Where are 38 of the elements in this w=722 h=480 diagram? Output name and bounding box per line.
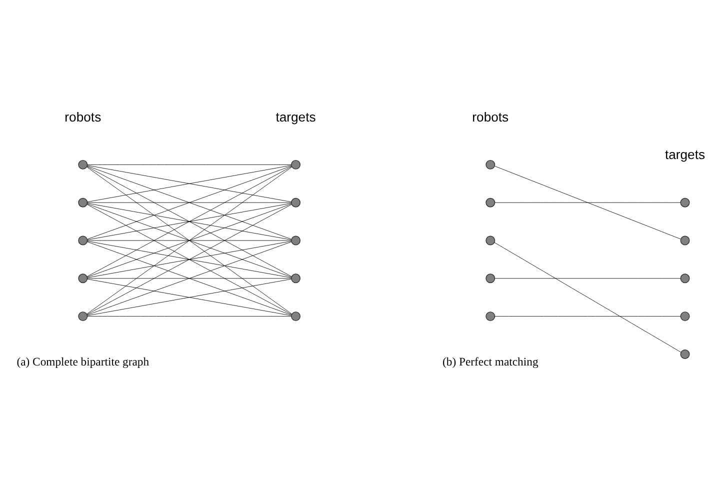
node-circle xyxy=(291,235,300,245)
node-circle xyxy=(680,348,690,358)
node-circle xyxy=(680,311,690,321)
label: robots xyxy=(64,108,102,124)
connector xyxy=(87,165,292,239)
connector xyxy=(86,166,292,276)
node-circle xyxy=(291,311,300,321)
connector xyxy=(494,242,682,352)
node-circle xyxy=(78,159,88,169)
node-circle xyxy=(78,235,88,245)
connector xyxy=(87,278,292,316)
node-circle xyxy=(486,235,496,245)
node-circle xyxy=(78,273,88,283)
connector xyxy=(87,240,292,278)
node-circle xyxy=(486,159,496,169)
node-circle xyxy=(486,197,496,207)
node-circle xyxy=(680,235,690,245)
node-circle xyxy=(291,273,300,283)
node-circle xyxy=(680,197,690,207)
connector xyxy=(86,166,292,314)
label: targets xyxy=(276,108,316,124)
node-circle xyxy=(486,273,496,283)
connector xyxy=(87,202,292,240)
node-circle xyxy=(486,311,496,321)
label: (a) Complete bipartite graph xyxy=(16,355,150,368)
node-circle xyxy=(291,159,300,169)
connector xyxy=(86,204,292,314)
connector xyxy=(87,241,292,315)
connector xyxy=(87,164,292,202)
connector xyxy=(494,165,681,239)
node-circle xyxy=(291,197,300,207)
node-circle xyxy=(78,197,88,207)
label: (b) Perfect matching xyxy=(442,355,538,368)
connector xyxy=(87,203,292,277)
node-circle xyxy=(78,311,88,321)
node-circle xyxy=(680,273,690,283)
label: robots xyxy=(472,108,509,124)
label: targets xyxy=(664,146,706,162)
